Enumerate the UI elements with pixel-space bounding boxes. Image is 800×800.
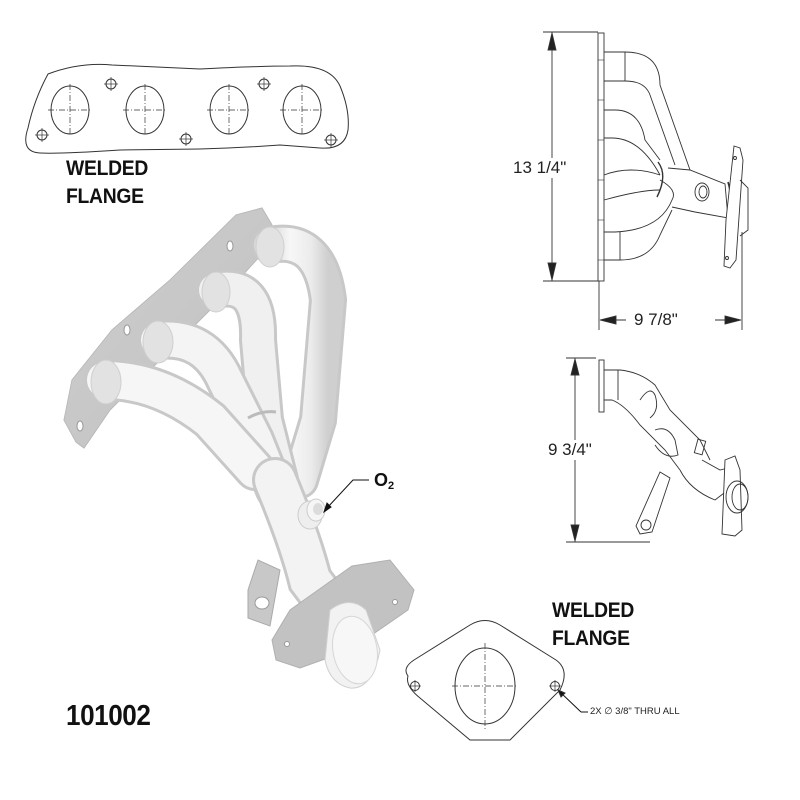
bottom-flange-label-line1: WELDED — [552, 599, 635, 622]
bottom-flange-label-line2: FLANGE — [552, 627, 630, 650]
side-view-height-dimension: 13 1/4" — [511, 158, 569, 178]
top-flange-label-line2: FLANGE — [66, 185, 144, 208]
outlet-flange — [271, 559, 415, 689]
top-flange-label: WELDED FLANGE — [66, 155, 148, 211]
o2-label-sub: 2 — [388, 480, 395, 492]
o2-sensor-bung — [297, 498, 326, 530]
bolt-hole-callout: 2X ∅ 3/8" THRU ALL — [590, 706, 680, 717]
front-view-drawing — [566, 357, 749, 543]
mounting-tab — [247, 559, 281, 627]
side-view-width-dimension: 9 7/8" — [632, 310, 680, 330]
bottom-flange-drawing — [405, 620, 588, 741]
top-flange-drawing — [25, 63, 349, 154]
top-flange-label-line1: WELDED — [66, 157, 149, 180]
o2-label-main: O — [374, 470, 389, 490]
o2-sensor-label: O2 — [374, 470, 394, 492]
part-number: 101002 — [66, 700, 151, 732]
o2-leader-line — [323, 479, 369, 514]
isometric-header-render — [63, 207, 415, 689]
front-view-height-dimension: 9 3/4" — [546, 440, 594, 460]
bottom-flange-label: WELDED FLANGE — [552, 597, 634, 653]
side-view-drawing — [543, 31, 749, 330]
